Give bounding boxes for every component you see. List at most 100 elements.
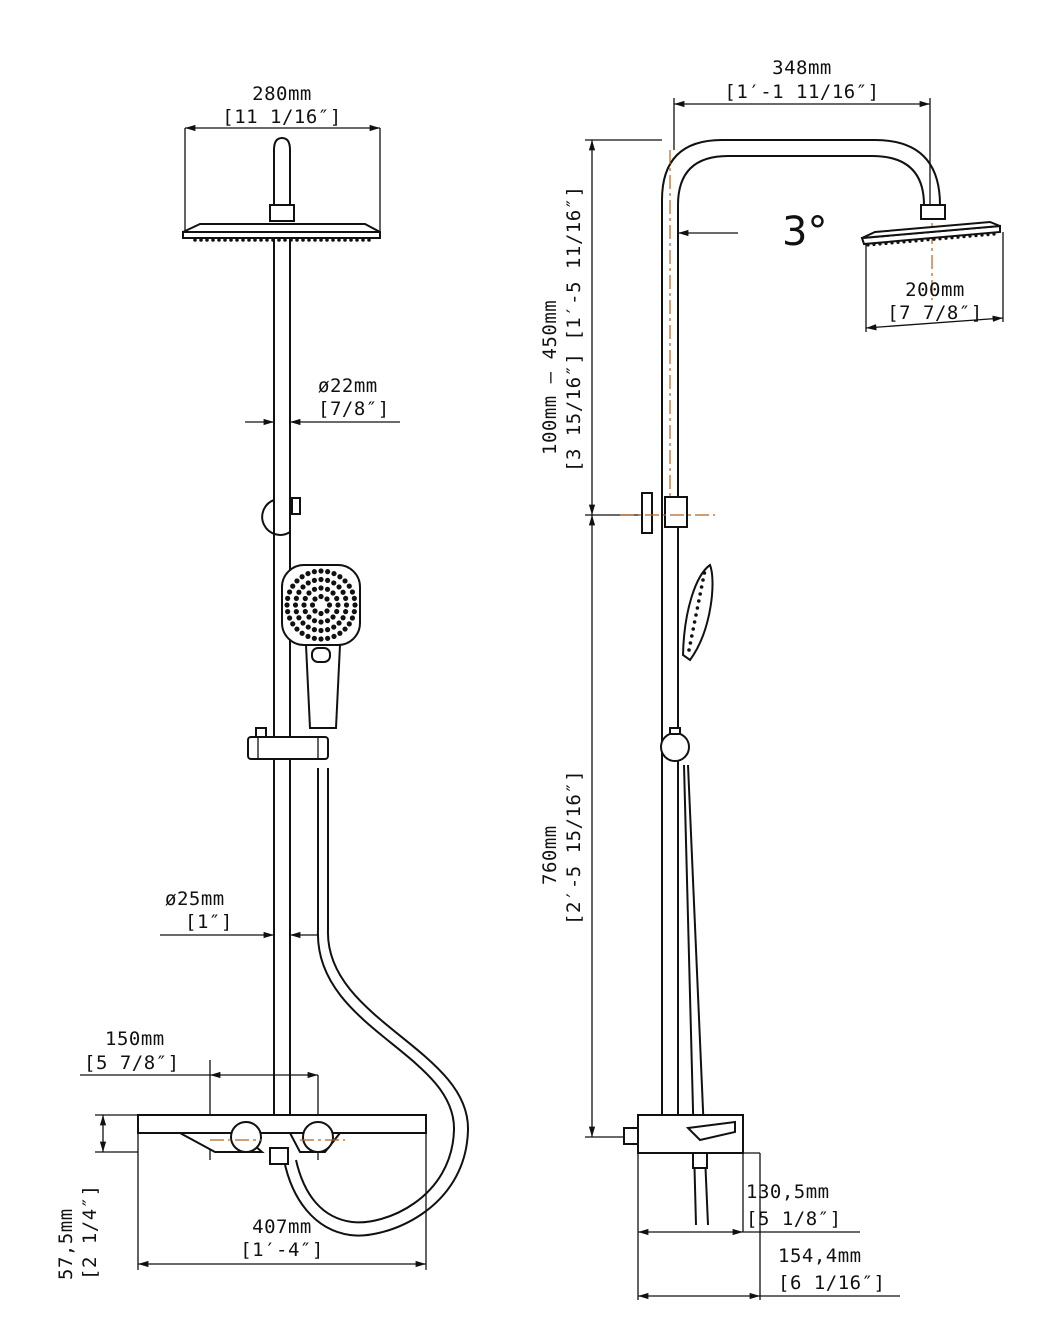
head-width-inch: [11 1/16″] (222, 106, 341, 128)
nozzle (283, 238, 287, 242)
adjust-range-mm: 100mm — 450mm (539, 300, 561, 455)
side-riser-inner (677, 155, 925, 1115)
nozzle (992, 232, 996, 236)
nozzle (980, 233, 984, 237)
nozzle (896, 240, 900, 244)
nozzle (284, 602, 290, 608)
nozzle (318, 619, 324, 625)
nozzle (890, 241, 894, 245)
nozzle (300, 620, 306, 626)
nozzle (335, 602, 341, 608)
nozzle (926, 238, 930, 242)
nozzle (305, 633, 311, 640)
nozzle (311, 586, 318, 592)
hose-inner (295, 768, 456, 1224)
nozzle (296, 589, 302, 595)
nozzle (694, 613, 698, 617)
nozzle (305, 624, 311, 630)
dim-upper-pipe: ø22mm [7/8″] (245, 375, 400, 426)
nozzle (902, 240, 906, 244)
head-diameter-mm: 200mm (905, 279, 965, 301)
nozzle (299, 574, 305, 580)
depth-outer-inch: [6 1/16″] (778, 1272, 885, 1294)
nozzle (324, 577, 331, 583)
nozzle (699, 585, 704, 589)
nozzle (361, 238, 365, 242)
nozzle (355, 238, 359, 242)
nozzle (265, 238, 269, 242)
tilt-angle-callout: 3° (678, 209, 827, 255)
hand-shower (281, 564, 361, 729)
nozzle (908, 239, 912, 243)
nozzle (334, 595, 340, 602)
nozzle (352, 602, 358, 608)
side-head-connector (920, 204, 946, 220)
nozzle (688, 641, 693, 645)
nozzle (205, 238, 209, 242)
nozzle (311, 635, 317, 641)
lower-pipe-mm: ø25mm (165, 888, 225, 910)
dim-depth-outer: 154,4mm [6 1/16″] (638, 1245, 900, 1300)
nozzle (312, 608, 318, 614)
side-slide-holder (660, 732, 690, 762)
nozzle (299, 630, 305, 636)
nozzle (349, 238, 353, 242)
nozzle (695, 606, 700, 610)
arm-reach-mm: 348mm (772, 57, 832, 79)
depth-outer-mm: 154,4mm (778, 1245, 862, 1267)
depth-inner-inch: [5 1/8″] (746, 1208, 842, 1230)
valve-spacing-mm: 150mm (105, 1028, 165, 1050)
nozzle (331, 633, 337, 640)
upper-pipe-inch: [7/8″] (318, 398, 390, 420)
nozzle (920, 238, 924, 242)
nozzle (692, 620, 697, 624)
nozzle (331, 624, 337, 630)
nozzle (349, 589, 356, 595)
nozzle (325, 635, 331, 641)
side-view: 348mm [1′-1 11/16″] 3° 200mm [7 7/8″] (539, 57, 1004, 1300)
shelf-width-inch: [1′-4″] (240, 1239, 324, 1261)
nozzle (932, 237, 936, 241)
nozzle (306, 590, 312, 596)
nozzle (307, 238, 311, 242)
nozzle (318, 568, 324, 574)
nozzle (878, 242, 882, 246)
nozzle (318, 627, 324, 634)
nozzle (318, 610, 324, 617)
dim-lower-pipe: ø25mm [1″] (160, 888, 318, 939)
side-rain-head (860, 220, 1001, 247)
nozzle (319, 238, 323, 242)
nozzle (330, 590, 336, 596)
nozzle (311, 627, 318, 633)
wall-bracket (261, 497, 301, 536)
nozzle (292, 602, 299, 608)
nozzle (330, 614, 336, 620)
nozzle (305, 580, 311, 586)
nozzle (286, 589, 293, 595)
nozzle (687, 648, 691, 652)
nozzle (691, 627, 695, 631)
nozzle (293, 595, 299, 602)
nozzle (301, 602, 307, 608)
dim-head-diameter: 200mm [7 7/8″] (865, 232, 1004, 332)
dim-shelf-height: 57,5mm [2 1/4″] (55, 1114, 138, 1280)
dim-depth-inner: 130,5mm [5 1/8″] (638, 1181, 860, 1236)
nozzle (336, 620, 342, 626)
nozzle (318, 593, 324, 600)
valve-spacing-inch: [5 7/8″] (84, 1052, 180, 1074)
nozzle (294, 578, 300, 584)
adjust-range-inch: [3 15/16″] [1′-5 11/16″] (563, 185, 585, 472)
nozzle (217, 238, 221, 242)
upper-pipe-mm: ø22mm (318, 375, 378, 397)
nozzle (235, 238, 239, 242)
nozzle (343, 595, 349, 602)
tilt-angle: 3° (782, 209, 827, 255)
dim-lower-height: 760mm [2′-5 15/16″] (539, 515, 630, 1138)
depth-inner-mm: 130,5mm (746, 1181, 830, 1203)
nozzle (351, 609, 357, 615)
head-diameter-inch: [7 7/8″] (887, 302, 983, 324)
shower-arm (273, 136, 291, 205)
nozzle (884, 241, 888, 246)
nozzle (968, 234, 972, 238)
